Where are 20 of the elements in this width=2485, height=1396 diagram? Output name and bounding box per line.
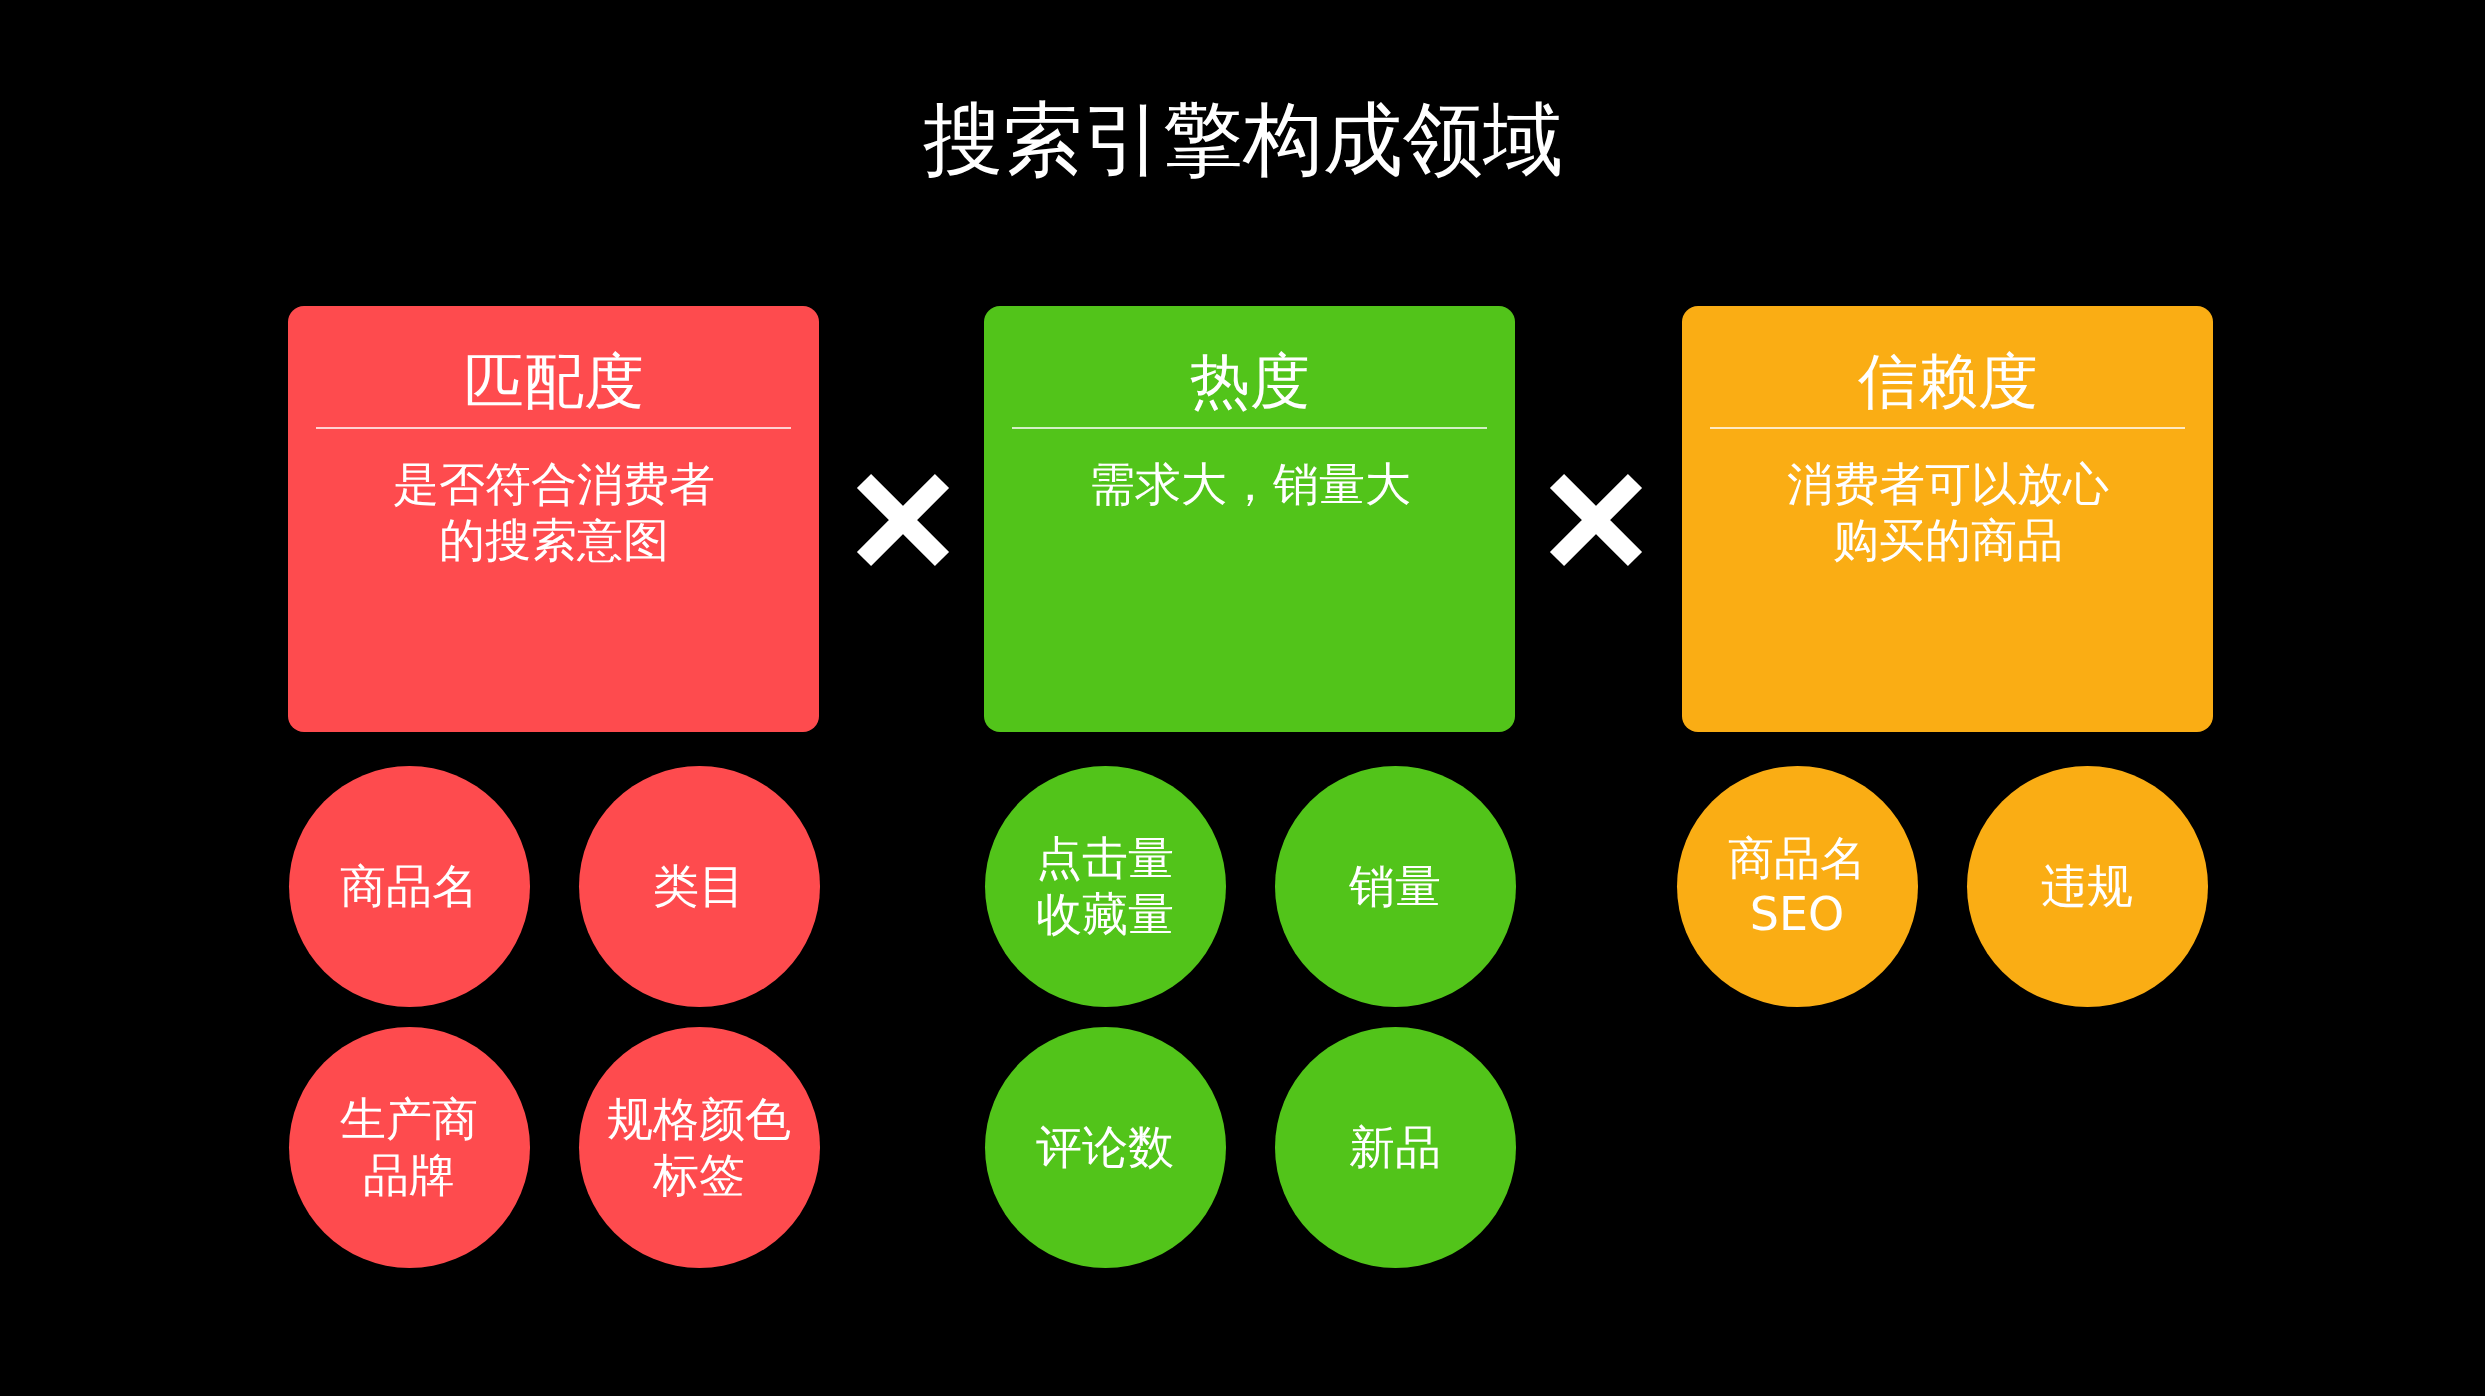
factor-label: 评论数 — [1035, 1119, 1175, 1175]
factor-label: 类目 — [652, 858, 746, 914]
card-text: 消费者可以放心购买的商品 — [1785, 456, 2110, 568]
card-heading: 热度 — [1188, 346, 1311, 416]
category-card — [288, 306, 819, 732]
factor-label: 新品 — [1348, 1119, 1442, 1175]
factor-label: 规格颜色标签 — [606, 1091, 792, 1203]
card-text: 需求大，销量大 — [1087, 456, 1412, 512]
category-card — [1682, 306, 2213, 732]
card-heading: 匹配度 — [462, 346, 645, 416]
factor-label: 销量 — [1348, 858, 1442, 914]
card-heading: 信赖度 — [1856, 346, 2039, 416]
factor-label: 商品名 — [339, 858, 479, 914]
diagram-title: 搜索引擎构成领域 — [921, 92, 1564, 188]
factor-label: 生产商品牌 — [339, 1091, 479, 1203]
factor-label: 点击量收藏量 — [1035, 830, 1175, 942]
category-card — [984, 306, 1515, 732]
factor-label: 违规 — [2040, 858, 2134, 914]
factor-label: 商品名SEO — [1727, 830, 1867, 942]
card-text: 是否符合消费者的搜索意图 — [391, 456, 716, 568]
